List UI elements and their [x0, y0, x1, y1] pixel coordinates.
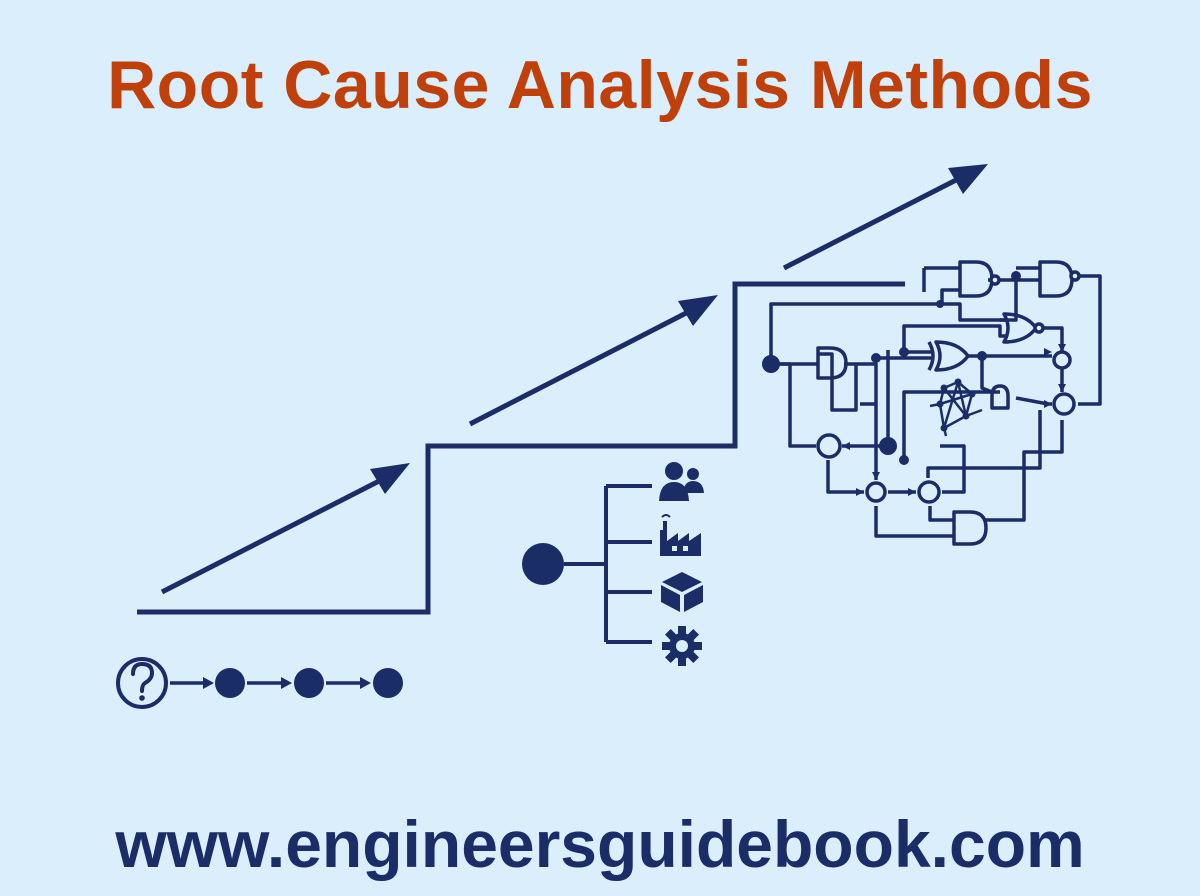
- footer-url[interactable]: www.engineersguidebook.com: [115, 807, 1085, 881]
- five-whys-chain: [116, 657, 403, 709]
- fault-tree-root-dot: [762, 355, 780, 373]
- and-gate: [1038, 260, 1074, 298]
- fault-tree-network: [769, 260, 1102, 546]
- arrow-step-2: [468, 307, 694, 427]
- network-nodes: [762, 271, 1066, 496]
- factory-icon: [660, 514, 701, 556]
- arrow-step-1: [160, 475, 387, 595]
- junction-node: [917, 480, 941, 504]
- question-circle-icon: [116, 657, 168, 709]
- or-gate: [1002, 312, 1038, 344]
- network-icon: [929, 380, 983, 437]
- and-gate: [952, 510, 988, 546]
- and-gate: [816, 346, 848, 380]
- chain-node-3: [373, 668, 403, 698]
- people-icon: [659, 462, 704, 501]
- junction-node: [1052, 392, 1076, 416]
- and-gate: [958, 260, 994, 298]
- tree-root-node: [522, 543, 564, 585]
- junction-node: [865, 481, 887, 503]
- chain-node-1: [215, 668, 245, 698]
- xor-gate: [934, 340, 970, 372]
- page-title: Root Cause Analysis Methods: [107, 47, 1093, 123]
- junction-node: [816, 433, 842, 459]
- progress-arrows: [160, 164, 988, 595]
- chain-node-2: [294, 668, 324, 698]
- package-icon: [661, 572, 703, 612]
- gear-icon: [662, 626, 702, 666]
- fishbone-tree: [522, 462, 704, 666]
- staircase-line: [137, 281, 905, 615]
- junction-node: [1052, 350, 1072, 370]
- and-gate: [990, 384, 1010, 410]
- arrow-step-3: [782, 175, 962, 271]
